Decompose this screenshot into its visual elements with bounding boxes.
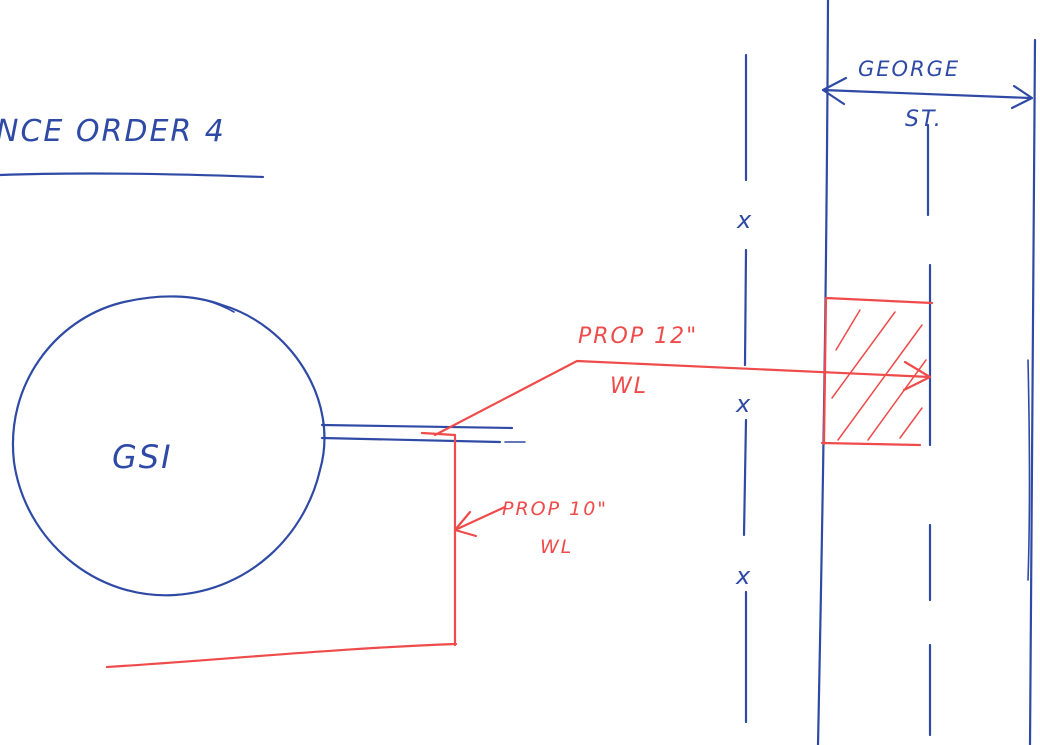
street-dimension-line	[821, 88, 1032, 100]
hatch-line-3	[837, 324, 923, 441]
hatch-line-1	[835, 309, 861, 351]
pipe-10-label-line1: PROP 10"	[502, 498, 608, 520]
pipe-10-leader	[453, 505, 507, 532]
hatch-line-4	[867, 359, 927, 441]
pipe-12-label-line1: PROP 12"	[578, 324, 698, 349]
pipe-10-label-line2: WL	[540, 536, 573, 558]
x-mark-1: x	[736, 206, 753, 234]
gsi-label: GSI	[112, 438, 173, 476]
x-mark-3: x	[735, 562, 752, 590]
gsi-circle	[11, 295, 326, 597]
stub-pipe-upper	[320, 423, 514, 430]
pipe-12-label-line2: WL	[610, 374, 648, 399]
hatch-line-5	[899, 407, 923, 439]
title-text: NCE ORDER 4	[0, 114, 226, 149]
street-name-line2: ST.	[905, 107, 943, 132]
street-edge-right-overdraw	[1027, 359, 1031, 581]
pipe-12-arrow	[902, 360, 932, 392]
pipe-10-tick	[420, 431, 457, 437]
street-name-line1: GEORGE	[858, 57, 960, 81]
pipe-10-horizontal	[105, 642, 458, 669]
circle-overdraw	[204, 299, 235, 313]
x-mark-2: x	[735, 390, 752, 418]
hatched-area-outline	[820, 296, 934, 447]
pipe-12-line	[433, 359, 932, 437]
road-dash-2	[743, 248, 748, 367]
pipe-10-leader-arrow	[453, 510, 478, 538]
stub-pipe-lower	[320, 436, 502, 444]
street-dimension-arrow-right	[1010, 84, 1034, 110]
street-dimension-arrow-left	[821, 76, 848, 106]
title-underline	[0, 172, 265, 179]
hatch-line-2	[831, 311, 896, 399]
road-dash-3	[742, 418, 748, 537]
street-edge-right	[1028, 38, 1037, 745]
